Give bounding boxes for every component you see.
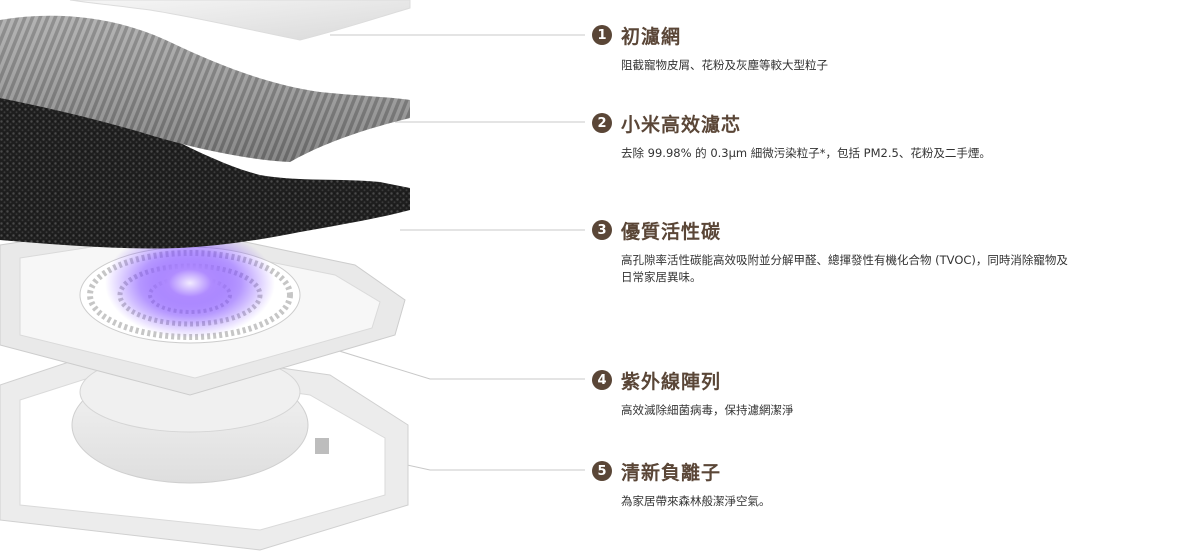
feature-number-badge: 5 <box>592 461 612 481</box>
feature-title: 小米高效濾芯 <box>621 113 742 136</box>
feature-number-badge: 1 <box>592 25 612 45</box>
feature-uv-array: 4 紫外線陣列 高效滅除細菌病毒，保持濾網潔淨 <box>592 367 1092 419</box>
feature-negative-ions: 5 清新負離子 為家居帶來森林般潔淨空氣。 <box>592 458 1092 510</box>
carbon-filter-layer <box>0 89 410 249</box>
feature-title: 初濾網 <box>621 25 682 48</box>
uv-fan-tray <box>0 221 406 396</box>
feature-description: 為家居帶來森林般潔淨空氣。 <box>621 494 771 508</box>
feature-description: 去除 99.98% 的 0.3μm 細微污染粒子*，包括 PM2.5、花粉及二手… <box>621 146 991 160</box>
feature-title: 紫外線陣列 <box>621 370 722 393</box>
feature-activated-carbon: 3 優質活性碳 高孔隙率活性碳能高效吸附並分解甲醛、總揮發性有機化合物 (TVO… <box>592 217 1092 286</box>
feature-number-badge: 2 <box>592 113 612 133</box>
hepa-filter-layer <box>0 15 410 162</box>
feature-title: 優質活性碳 <box>621 220 722 243</box>
pre-filter-layer <box>69 0 411 41</box>
feature-title: 清新負離子 <box>621 461 722 484</box>
feature-description: 高效滅除細菌病毒，保持濾網潔淨 <box>621 403 794 417</box>
feature-description: 高孔隙率活性碳能高效吸附並分解甲醛、總揮發性有機化合物 (TVOC)，同時消除寵… <box>621 253 1068 284</box>
feature-pre-filter: 1 初濾網 阻截寵物皮屑、花粉及灰塵等較大型粒子 <box>592 22 1092 74</box>
feature-number-badge: 3 <box>592 220 612 240</box>
feature-number-badge: 4 <box>592 370 612 390</box>
feature-hepa-filter: 2 小米高效濾芯 去除 99.98% 的 0.3μm 細微污染粒子*，包括 PM… <box>592 110 1092 162</box>
uv-glow <box>105 228 275 338</box>
feature-description: 阻截寵物皮屑、花粉及灰塵等較大型粒子 <box>621 58 828 72</box>
